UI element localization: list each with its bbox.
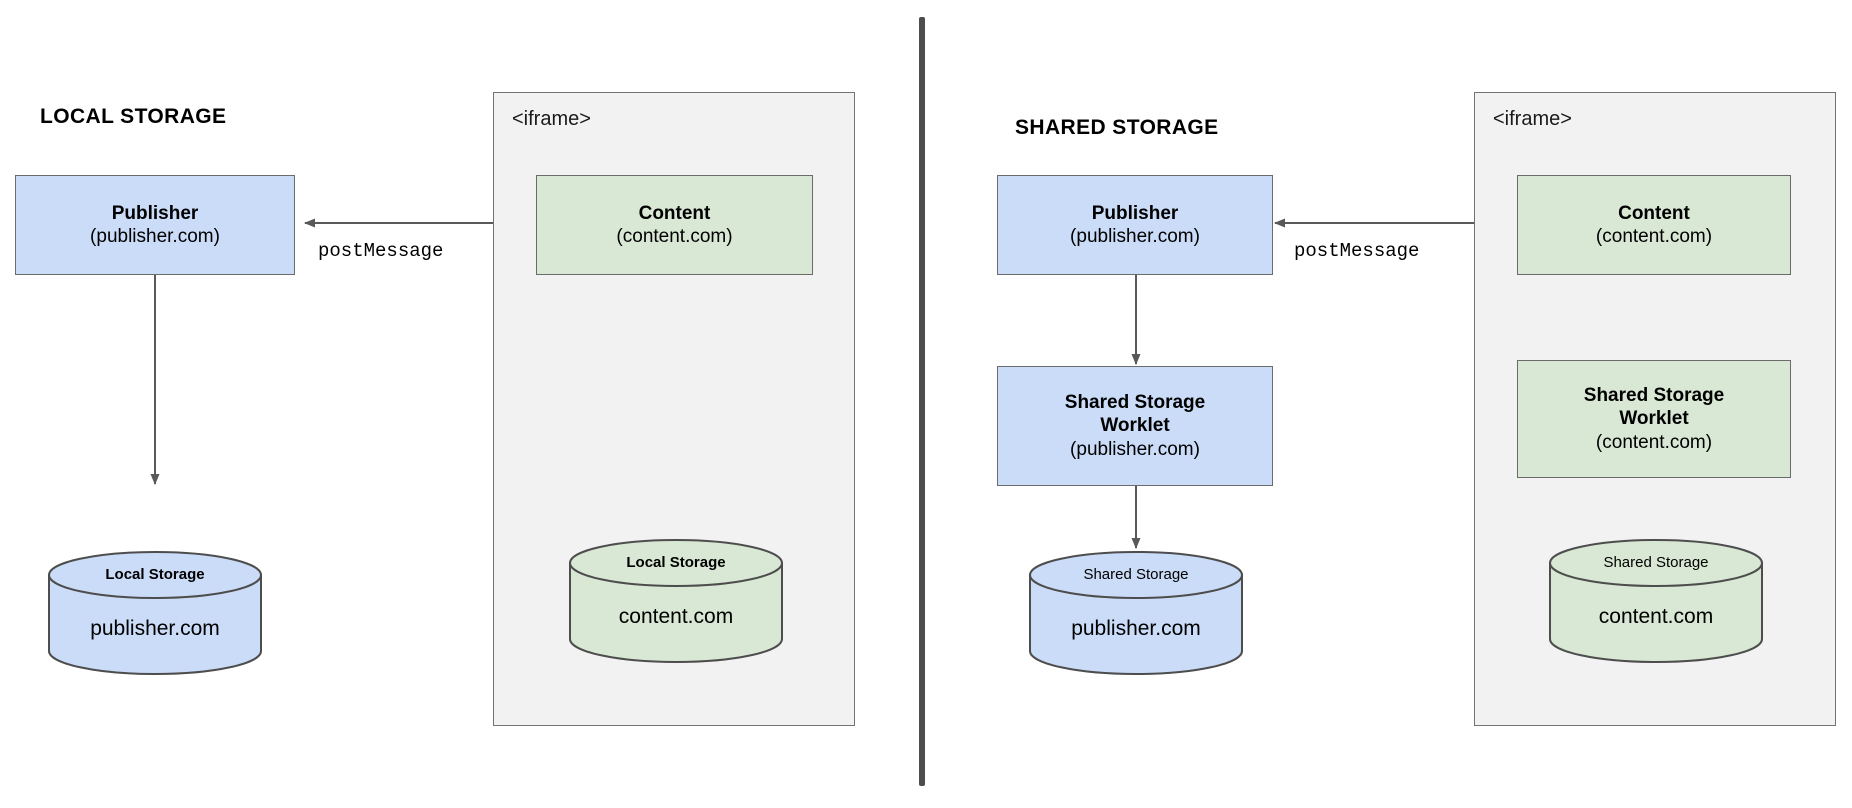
left-publisher-origin: (publisher.com) <box>90 226 220 247</box>
right-publisher-storage-cylinder: Shared Storage publisher.com <box>1029 551 1243 675</box>
right-panel-title: SHARED STORAGE <box>1015 116 1219 139</box>
left-publisher-storage-label: Local Storage <box>105 566 205 583</box>
right-content-worklet-title-line2: Worklet <box>1619 408 1689 430</box>
left-publisher-storage-origin: publisher.com <box>90 617 220 640</box>
left-content-title: Content <box>638 202 711 224</box>
left-publisher-storage-cylinder: Local Storage publisher.com <box>48 551 262 675</box>
panel-divider <box>919 17 925 786</box>
left-content-storage-label: Local Storage <box>626 554 726 571</box>
left-publisher-node: Publisher (publisher.com) <box>15 175 295 275</box>
right-publisher-origin: (publisher.com) <box>1070 226 1200 247</box>
left-panel-title: LOCAL STORAGE <box>40 105 227 128</box>
right-content-storage-cylinder: Shared Storage content.com <box>1549 539 1763 663</box>
right-content-storage-origin: content.com <box>1598 605 1714 628</box>
left-publisher-title: Publisher <box>111 202 199 224</box>
right-postmessage-label: postMessage <box>1294 240 1420 262</box>
right-content-worklet-origin: (content.com) <box>1595 431 1713 453</box>
right-publisher-storage-label: Shared Storage <box>1083 566 1189 583</box>
left-postmessage-label: postMessage <box>318 240 444 262</box>
right-publisher-worklet-origin: (publisher.com) <box>1070 438 1200 460</box>
right-publisher-worklet-title-line1: Shared Storage <box>1064 392 1206 414</box>
right-iframe-label: <iframe> <box>1493 108 1572 130</box>
right-publisher-storage-origin: publisher.com <box>1071 617 1201 640</box>
left-iframe-label: <iframe> <box>512 108 591 130</box>
right-publisher-title: Publisher <box>1091 202 1179 224</box>
right-content-title: Content <box>1618 202 1690 224</box>
left-content-storage-origin: content.com <box>618 605 734 628</box>
left-content-node: Content (content.com) <box>536 175 813 275</box>
right-publisher-worklet-title-line2: Worklet <box>1100 415 1170 437</box>
right-content-origin: (content.com) <box>1595 226 1713 247</box>
right-content-worklet-node: Shared Storage Worklet (content.com) <box>1517 360 1791 478</box>
right-content-storage-label: Shared Storage <box>1603 554 1709 571</box>
right-publisher-worklet-node: Shared Storage Worklet (publisher.com) <box>997 366 1273 486</box>
right-content-node: Content (content.com) <box>1517 175 1791 275</box>
left-content-origin: (content.com) <box>616 226 733 247</box>
left-content-storage-cylinder: Local Storage content.com <box>569 539 783 663</box>
right-publisher-node: Publisher (publisher.com) <box>997 175 1273 275</box>
right-content-worklet-title-line1: Shared Storage <box>1583 385 1725 407</box>
